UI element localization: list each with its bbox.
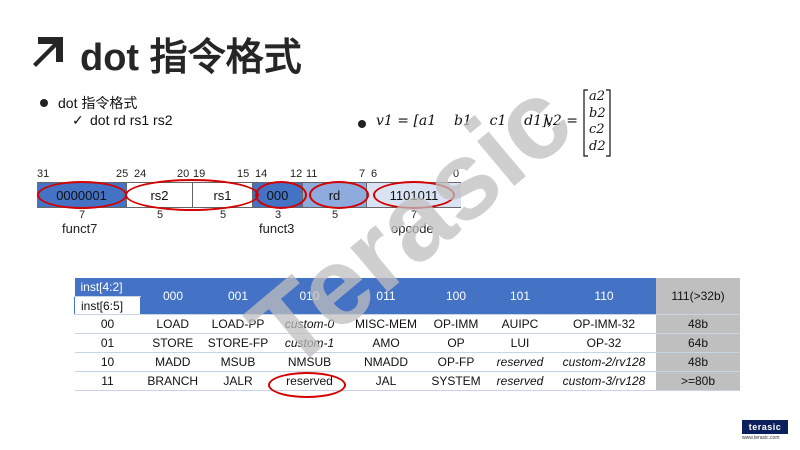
bullet-main: dot 指令格式 [58,95,138,111]
table-cell: OP-32 [552,333,656,353]
vector-entry: c2 [589,122,605,137]
terasic-logo: terasic [742,420,788,434]
table-cell: custom-3/rv128 [552,371,656,391]
bit-position: 31 [37,168,50,180]
field-name-funct3: funct3 [259,221,295,236]
bullet-dot [40,99,48,107]
table-cell: OP [424,333,488,353]
page-title: dot 指令格式 [80,37,302,79]
corner-label-inst42: inst[4:2] [74,278,141,297]
row-key: 01 [74,333,141,353]
table-cell: 48b [656,352,740,372]
column-header: 010 [271,278,348,315]
bit-position: 6 [371,168,378,180]
column-header: 101 [488,278,552,315]
table-cell: SYSTEM [424,371,488,391]
table-cell: custom-1 [271,333,348,353]
vector-entry: d2 [589,138,606,154]
table-cell: LUI [488,333,552,353]
opcode-map-table: inst[4:2] 000 001 010 011 100 101 110 11… [74,278,740,391]
table-cell: 48b [656,314,740,334]
row-key: 10 [74,352,141,372]
bit-position: 20 [177,168,190,180]
highlight-ring [268,372,346,398]
table-row: 01 STORE STORE-FP custom-1 AMO OP LUI OP… [74,333,740,353]
table-cell: LOAD [140,314,205,334]
corner-label-inst65: inst[6:5] [74,296,141,315]
table-row: 10 MADD MSUB NMSUB NMADD OP-FP reserved … [74,352,740,372]
table-row: 11 BRANCH JALR reserved JAL SYSTEM reser… [74,371,740,391]
table-cell: JAL [348,371,424,391]
highlight-ring [373,181,455,209]
arrow-up-right-icon [33,37,63,67]
table-cell: JALR [205,371,271,391]
field-width: 5 [331,209,339,221]
bullet-sub: dot rd rs1 rs2 [90,112,173,128]
table-cell: custom-2/rv128 [552,352,656,372]
table-cell: OP-FP [424,352,488,372]
vector-v2-entries: a2 b2 c2 d2 [589,89,606,155]
bit-position: 14 [255,168,268,180]
highlight-ring [37,181,127,209]
table-cell: >=80b [656,371,740,391]
table-cell: NMSUB [271,352,348,372]
field-width: 7 [410,209,418,221]
table-cell: MSUB [205,352,271,372]
bit-position: 12 [290,168,303,180]
table-cell: AUIPC [488,314,552,334]
column-header: 011 [348,278,424,315]
table-cell: LOAD-PP [205,314,271,334]
table-cell: reserved [488,371,552,391]
field-width: 5 [156,209,164,221]
column-header: 111(>32b) [656,278,740,315]
table-cell: custom-0 [271,314,348,334]
bit-position: 19 [193,168,206,180]
bit-position: 24 [134,168,147,180]
bit-position: 11 [306,168,318,180]
table-cell: reserved [488,352,552,372]
vector-v2-label: v2 = [545,113,578,129]
table-cell: STORE [140,333,205,353]
table-cell: BRANCH [140,371,205,391]
column-header: 001 [205,278,271,315]
column-header: 100 [424,278,488,315]
column-header: 110 [552,278,656,315]
column-header: 000 [140,278,205,315]
field-width: 5 [219,209,227,221]
bullet-dot [358,120,366,128]
matrix-bracket [583,89,611,157]
table-cell: MADD [140,352,205,372]
highlight-ring [255,181,307,209]
field-name-funct7: funct7 [62,221,98,236]
field-width: 7 [78,209,86,221]
vector-entry: b2 [589,105,606,121]
table-cell: MISC-MEM [348,314,424,334]
vector-entry: a2 [589,89,606,104]
bit-position: 25 [116,168,129,180]
field-name-opcode: opcode [391,221,434,236]
check-icon: ✓ [72,112,84,128]
highlight-ring [125,179,259,211]
bit-position: 7 [359,168,366,180]
row-key: 11 [74,371,141,391]
table-cell: OP-IMM-32 [552,314,656,334]
bit-position: 15 [237,168,250,180]
table-cell: NMADD [348,352,424,372]
field-width: 3 [274,209,282,221]
table-cell: AMO [348,333,424,353]
highlight-ring [309,181,369,209]
terasic-logo-url: www.terasic.com [742,435,780,441]
table-cell: STORE-FP [205,333,271,353]
vector-v1: v1 = [a1 b1 c1 d1], [376,113,552,129]
table-row: 00 LOAD LOAD-PP custom-0 MISC-MEM OP-IMM… [74,314,740,334]
bit-position: 0 [453,168,460,180]
row-key: 00 [74,314,141,334]
table-cell: 64b [656,333,740,353]
table-cell: OP-IMM [424,314,488,334]
